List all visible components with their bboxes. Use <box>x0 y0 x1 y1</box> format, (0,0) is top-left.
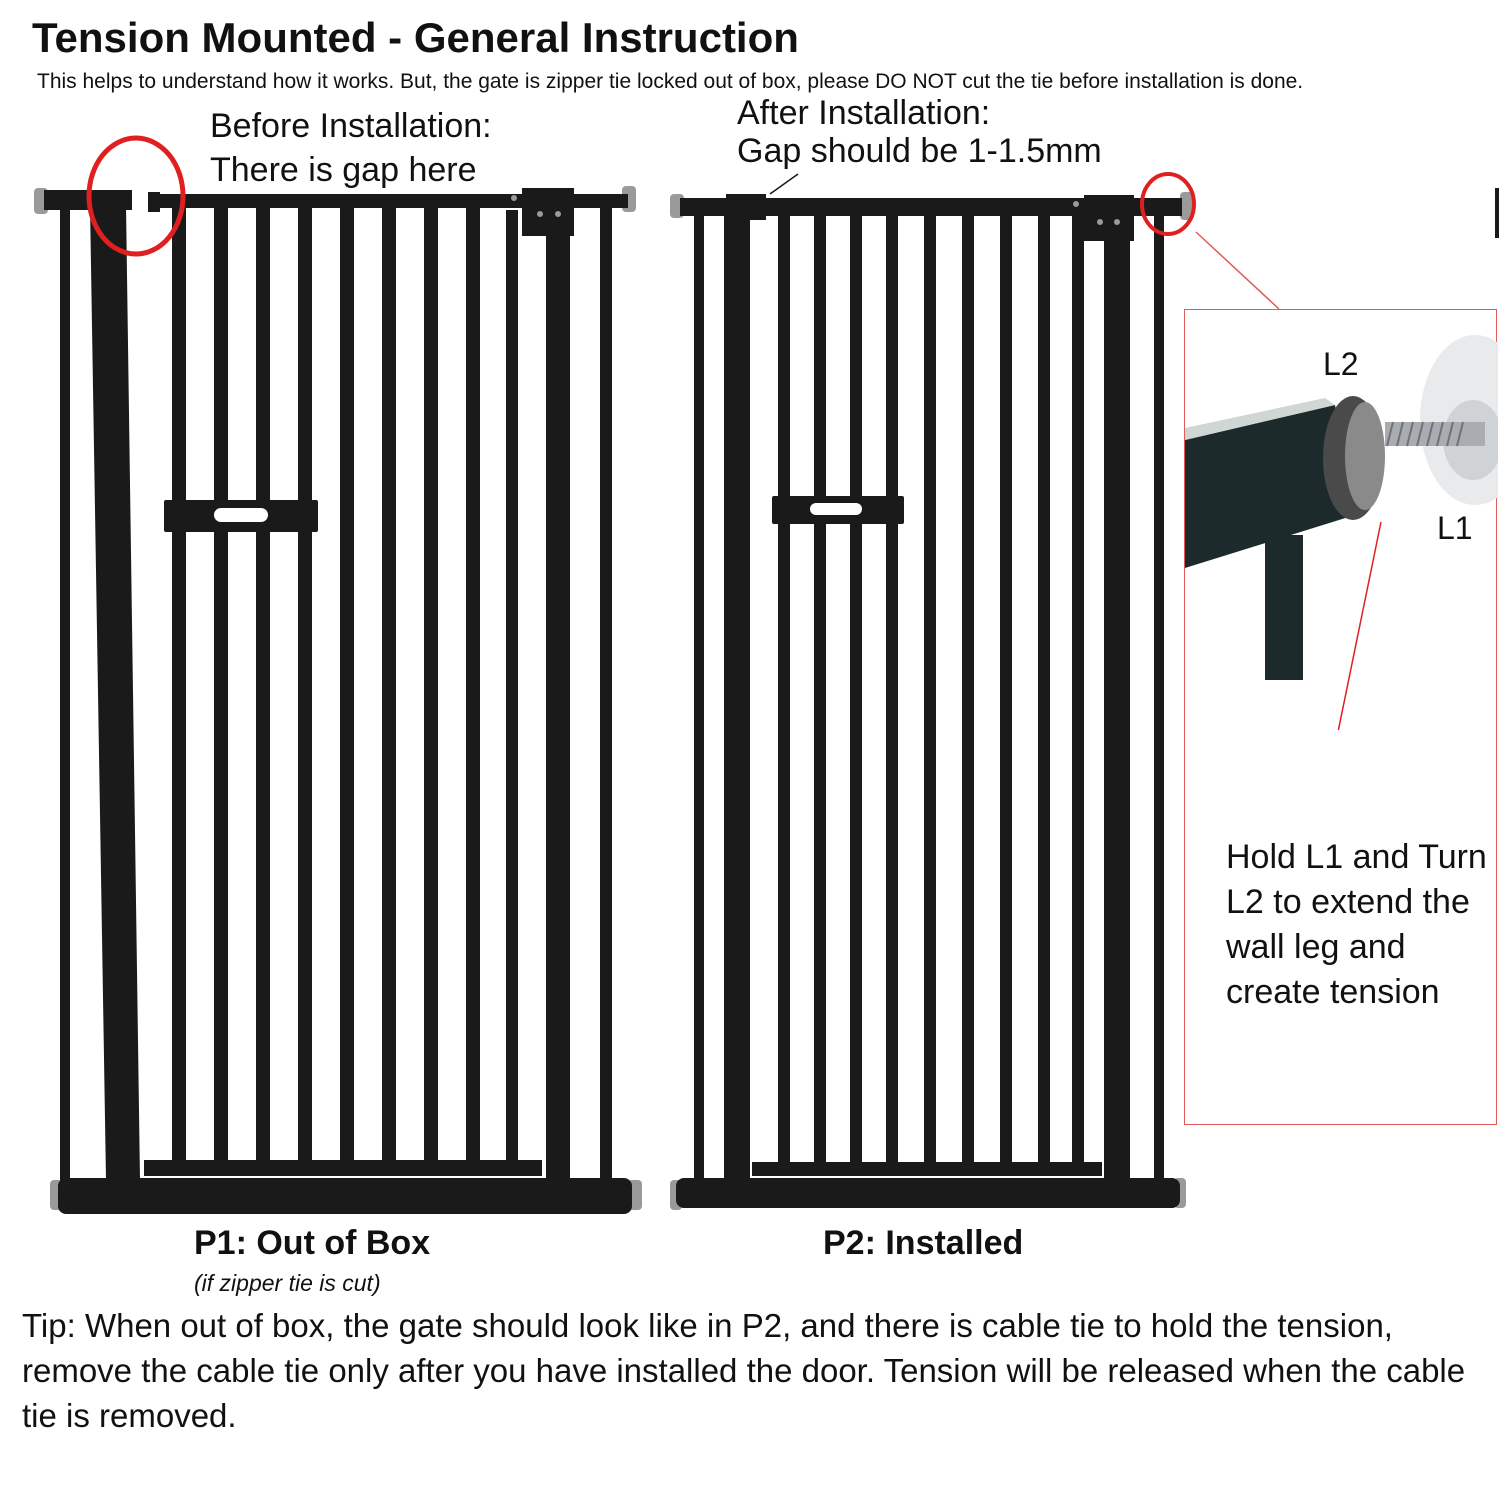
frame-post-left-outer <box>60 205 70 1180</box>
bumper-top-right <box>1180 192 1194 220</box>
p1-caption: P1: Out of Box <box>194 1224 431 1262</box>
latch-rivet <box>1097 219 1103 225</box>
right-edge-marker <box>1495 188 1499 238</box>
gate-tube-top <box>1185 398 1335 440</box>
after-installation-note: After Installation: Gap should be 1-1.5m… <box>737 94 1102 170</box>
bottom-base-bar <box>676 1178 1180 1208</box>
latch-rivet <box>1073 201 1079 207</box>
before-installation-note: Before Installation: There is gap here <box>210 104 492 192</box>
top-rail-right <box>150 194 628 208</box>
handle-slot <box>810 503 862 515</box>
latch-rivet <box>555 211 561 217</box>
latch-rivet <box>511 195 517 201</box>
gate-p1-out-of-box <box>34 135 642 1214</box>
detail-connector-line <box>1195 231 1280 310</box>
wall-leg-highlight-circle <box>1140 172 1196 236</box>
tip-text: Tip: When out of box, the gate should lo… <box>22 1307 1466 1434</box>
frame-post-right-outer <box>1154 212 1164 1180</box>
gate-post <box>1265 535 1303 680</box>
wall-leg-detail-photo <box>1185 335 1498 730</box>
bottom-door-rail <box>752 1162 1102 1176</box>
latch-housing <box>522 188 574 236</box>
page-title: Tension Mounted - General Instruction <box>32 14 799 61</box>
screw-threads <box>1386 421 1464 447</box>
before-note-line-1: Before Installation: <box>210 107 492 145</box>
detail-leader-line <box>1337 521 1382 730</box>
after-note-pointer <box>769 173 799 195</box>
latch-rivet <box>1114 219 1120 225</box>
frame-post-left-wide <box>724 212 750 1180</box>
door-bars <box>172 205 518 1165</box>
before-note-line-2: There is gap here <box>210 151 477 189</box>
tension-instruction: Hold L1 and Turn L2 to extend the wall l… <box>1226 838 1487 1011</box>
gate-tube <box>1185 405 1355 568</box>
wall-leg-detail-panel: L2 L1 <box>1184 309 1498 1125</box>
handle-slot <box>214 508 268 522</box>
frame-post-right-outer <box>600 205 612 1180</box>
label-l2: L2 <box>1323 346 1359 382</box>
frame-post-right-wide <box>1104 212 1130 1180</box>
label-l1: L1 <box>1437 510 1473 546</box>
top-rail <box>680 198 1182 216</box>
detail-connector <box>1195 188 1499 310</box>
frame-post-right-wide <box>546 200 570 1180</box>
door-bars <box>778 212 1084 1162</box>
gap-highlight-circle <box>86 135 186 257</box>
frame-post-left-tapered <box>90 205 140 1180</box>
latch-rivet <box>537 211 543 217</box>
frame-post-left-outer <box>694 212 704 1180</box>
p2-caption: P2: Installed <box>823 1224 1024 1262</box>
p1-caption-note: (if zipper tie is cut) <box>194 1270 381 1296</box>
gate-p2-installed <box>670 172 1196 1210</box>
bottom-door-rail <box>144 1160 542 1176</box>
after-note-line-1: After Installation: <box>737 94 991 132</box>
adjuster-knob-face <box>1345 402 1385 510</box>
after-note-line-2: Gap should be 1-1.5mm <box>737 132 1102 170</box>
bottom-base-bar <box>58 1178 632 1214</box>
latch-housing <box>1084 195 1134 241</box>
top-rail-gap-stub <box>148 192 160 212</box>
page-subtitle: This helps to understand how it works. B… <box>37 70 1304 93</box>
